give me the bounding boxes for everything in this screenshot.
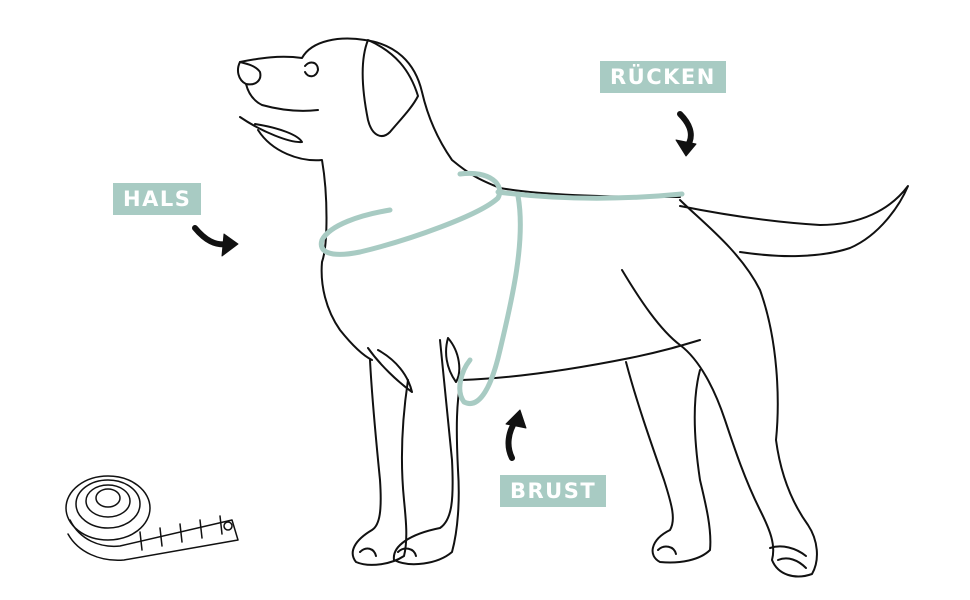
label-ruecken: RÜCKEN xyxy=(600,61,726,93)
arrow-ruecken-head-icon xyxy=(675,139,697,157)
dog-front-leg-left xyxy=(351,359,409,566)
dog-hind-leg xyxy=(621,199,818,578)
dog-toes-mid xyxy=(657,545,677,555)
dog-belly xyxy=(461,339,701,381)
dog-mouth xyxy=(239,116,303,144)
harness-measurement-lines xyxy=(318,170,685,406)
dog-eye xyxy=(304,61,319,78)
dog-illustration xyxy=(237,37,909,578)
back-measurement-line xyxy=(495,189,685,201)
dog-jaw xyxy=(257,129,373,361)
dog-head-outline xyxy=(239,37,681,198)
dog-paw-back xyxy=(769,545,807,569)
dog-nose xyxy=(237,61,262,86)
arrow-hals-head-icon xyxy=(221,233,239,257)
tape-measure-icon xyxy=(65,475,239,561)
label-brust: BRUST xyxy=(500,475,607,507)
dog-chest-fold xyxy=(445,337,461,383)
dog-ear xyxy=(361,39,419,137)
arrow-brust-head-icon xyxy=(505,409,527,429)
label-hals: HALS xyxy=(113,183,202,215)
dog-hind-leg-inner xyxy=(625,361,712,564)
pointer-arrows xyxy=(192,111,697,461)
dog-tail xyxy=(679,185,909,258)
dog-front-leg-left-muscle xyxy=(367,347,413,393)
dog-toes-front xyxy=(359,547,417,557)
neck-measurement-line xyxy=(318,170,503,257)
chest-measurement-line xyxy=(457,193,523,406)
dog-muzzle xyxy=(245,83,319,112)
dog-front-leg-right xyxy=(392,339,463,566)
